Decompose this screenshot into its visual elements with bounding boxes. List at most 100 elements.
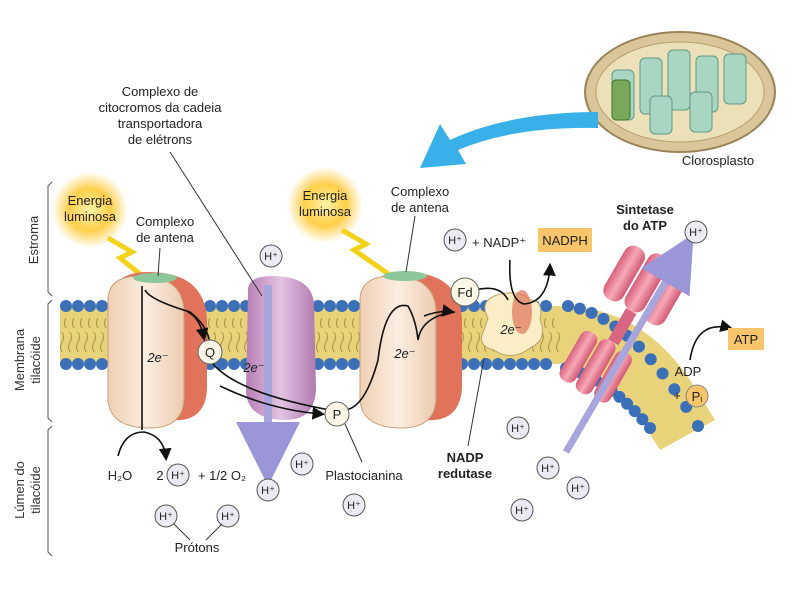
proton-label: H⁺ (261, 485, 275, 497)
plastoquinone-circle (197, 339, 223, 365)
phospholipid-head (468, 358, 480, 370)
phospholipid-head (60, 358, 72, 370)
plastoquinone-label: Q (205, 345, 215, 360)
nadp-plus-label: + NADP⁺ (472, 235, 526, 250)
photosystem-i (359, 271, 462, 429)
phospholipid-head (228, 358, 240, 370)
proton-label: H⁺ (171, 470, 185, 482)
antenna-left-line2: de antena (136, 230, 195, 245)
cytochrome-label-line3: transportadora (118, 116, 203, 131)
phospholipid-head (324, 358, 336, 370)
phospholipid-head (84, 300, 96, 312)
phospholipid-head (516, 358, 528, 370)
light-energy-left-line2: luminosa (64, 209, 117, 224)
atp-synthase-label-line1: Sintetase (616, 202, 674, 217)
reductase-leader-line (467, 357, 485, 447)
region-stroma: Estroma (26, 215, 41, 264)
plastocyanin-circle (324, 401, 350, 427)
phospholipid-head (628, 405, 641, 418)
atp-synthase-label-line2: do ATP (623, 218, 667, 233)
phospholipid-head (668, 383, 681, 396)
electron-arrow-to-q (187, 311, 209, 342)
ferredoxin-label: Fd (457, 285, 472, 300)
protons-group: H⁺H⁺H⁺H⁺H⁺H⁺H⁺H⁺H⁺H⁺H⁺H⁺H⁺ (154, 220, 708, 528)
proton-label: H⁺ (221, 511, 235, 523)
nadph-label: NADPH (542, 233, 588, 248)
pi-label: Pᵢ (692, 389, 703, 404)
phospholipid-head (324, 300, 336, 312)
protons-leader-right (205, 523, 223, 541)
proton-circle (154, 504, 178, 528)
region-lumen-line1: Lúmen do (12, 461, 27, 519)
light-energy-left-line1: Energia (68, 193, 114, 208)
zoom-arrow (420, 112, 598, 168)
phospholipid-head (585, 306, 598, 319)
nadp-reductase (481, 290, 543, 356)
adp-label: ADP (675, 364, 702, 379)
water-label: H₂O (108, 468, 133, 483)
atp-formation-arrow (689, 319, 734, 361)
phospholipid-head (492, 358, 504, 370)
water-split-arrow (117, 431, 172, 462)
proton-label: H⁺ (448, 235, 462, 247)
proton-label: H⁺ (511, 423, 525, 435)
proton-circle (259, 244, 283, 268)
phospholipid-head (348, 358, 360, 370)
region-lumen-line2: tilacóide (28, 466, 43, 514)
phospholipid-head (96, 358, 108, 370)
adp-plus-label: + (673, 388, 681, 403)
phospholipid-head (228, 300, 240, 312)
proton-label: H⁺ (347, 500, 361, 512)
proton-label: H⁺ (159, 511, 173, 523)
cytochrome-complex (246, 276, 316, 420)
nadp-reductase-label-line2: redutase (438, 466, 492, 481)
lightning-right-icon (340, 227, 396, 281)
atp-label: ATP (734, 332, 758, 347)
phospholipid-head (644, 353, 657, 366)
fd-to-reductase-arrow (475, 287, 509, 301)
phospholipid-head (597, 312, 610, 325)
proton-circle (216, 504, 240, 528)
ferredoxin-circle (450, 277, 480, 307)
phospholipid-head (656, 367, 669, 380)
phospholipid-head (336, 358, 348, 370)
phospholipid-head (540, 300, 552, 312)
phospholipid-head (632, 340, 645, 353)
phospholipid-head (72, 300, 84, 312)
proton-label: H⁺ (295, 459, 309, 471)
phospholipid-head (540, 358, 552, 370)
electron-transport-path (141, 286, 456, 430)
proton-circle (290, 452, 314, 476)
proton-circle (684, 220, 708, 244)
light-energy-right-glow (287, 167, 363, 243)
plastocyanin-label: Plastocianina (325, 468, 403, 483)
light-energy-left-glow (52, 172, 128, 248)
cytochrome-label-line4: de elétrons (128, 132, 193, 147)
chloroplast-label: Clorosplasto (682, 153, 754, 168)
phospholipid-head (562, 300, 574, 312)
proton-circle (166, 463, 190, 487)
region-membrane-line1: Membrana (12, 328, 27, 391)
half-oxygen-label: + 1/2 O₂ (198, 468, 246, 483)
nadp-reductase-label-line1: NADP (447, 450, 484, 465)
phospholipid-head (60, 300, 72, 312)
proton-circle (566, 476, 590, 500)
antenna-left-line1: Complexo (136, 214, 195, 229)
cytochrome-leader-line (169, 151, 263, 297)
phospholipid-head (348, 300, 360, 312)
phospholipid-head (528, 358, 540, 370)
proton-label: H⁺ (515, 505, 529, 517)
two-protons-label: 2 (156, 468, 163, 483)
phospholipid-head (216, 358, 228, 370)
electron-arrow-to-p (219, 385, 326, 420)
phospholipid-head (504, 358, 516, 370)
light-energy-right-line1: Energia (303, 188, 349, 203)
electron-arrow-to-fd (423, 304, 456, 317)
protons-label: Prótons (175, 540, 220, 555)
antenna-right-line1: Complexo (391, 184, 450, 199)
electrons-ps2-label: 2e⁻ (146, 350, 168, 365)
antenna-left-leader-line (157, 247, 161, 277)
phospholipid-head (216, 300, 228, 312)
phospholipid-head (204, 300, 216, 312)
